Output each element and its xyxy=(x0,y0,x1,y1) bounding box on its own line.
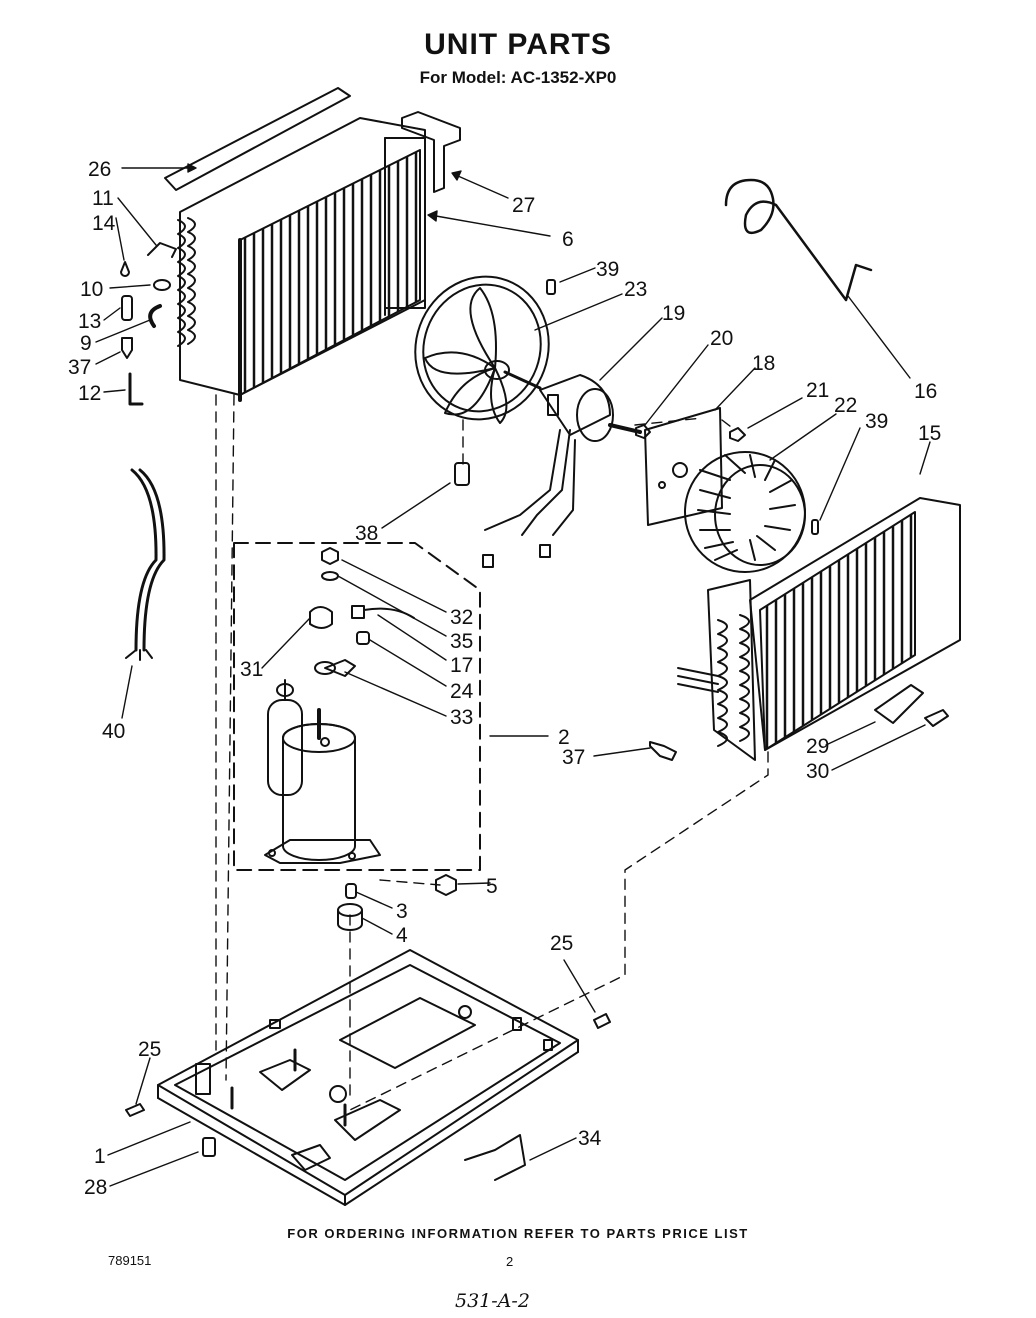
callout-40: 40 xyxy=(102,720,125,743)
compressor-part xyxy=(264,679,381,864)
document-number: 789151 xyxy=(108,1253,152,1268)
callout-34: 34 xyxy=(578,1127,602,1150)
handwritten-reference: 531-A-2 xyxy=(455,1290,530,1312)
page-title: UNIT PARTS xyxy=(424,28,612,61)
callout-leader-lines xyxy=(95,163,931,1187)
callout-2: 2 xyxy=(558,726,570,749)
callout-39: 39 xyxy=(596,258,619,281)
callout-26: 26 xyxy=(88,158,111,181)
callout-37: 37 xyxy=(562,746,585,769)
callout-labels: 26 27 6 11 14 10 13 9 37 12 39 23 19 20 … xyxy=(68,158,941,1199)
base-hardware-parts xyxy=(125,1013,611,1181)
blower-wheel-part xyxy=(684,451,806,573)
callout-6: 6 xyxy=(562,228,574,251)
top-rail-part xyxy=(164,87,351,191)
callout-15: 15 xyxy=(918,422,941,445)
page-number: 2 xyxy=(506,1254,514,1269)
callout-24: 24 xyxy=(450,680,474,703)
bracket-27-part xyxy=(401,111,461,193)
callout-12: 12 xyxy=(78,382,101,405)
condenser-coil-part xyxy=(179,117,426,402)
callout-14: 14 xyxy=(92,212,116,235)
base-pan-part xyxy=(157,949,579,1206)
callout-38: 38 xyxy=(355,522,378,545)
callout-3: 3 xyxy=(396,900,408,923)
coil-tubing-part xyxy=(177,217,196,347)
callout-5: 5 xyxy=(486,875,498,898)
callout-4: 4 xyxy=(396,924,408,947)
callout-1: 1 xyxy=(94,1145,106,1168)
callout-35: 35 xyxy=(450,630,473,653)
callout-31: 31 xyxy=(240,658,263,681)
callout-19: 19 xyxy=(662,302,685,325)
callout-13: 13 xyxy=(78,310,101,333)
ordering-info-note: FOR ORDERING INFORMATION REFER TO PARTS … xyxy=(287,1226,749,1241)
callout-29: 29 xyxy=(806,735,829,758)
callout-39: 39 xyxy=(865,410,888,433)
callout-25: 25 xyxy=(550,932,573,955)
callout-10: 10 xyxy=(80,278,103,301)
callout-37: 37 xyxy=(68,356,91,379)
callout-27: 27 xyxy=(512,194,535,217)
callout-28: 28 xyxy=(84,1176,107,1199)
wire-harness-part xyxy=(125,468,166,661)
blower-bracket-part xyxy=(644,407,723,526)
compressor-small-parts xyxy=(309,547,457,931)
callout-20: 20 xyxy=(710,327,733,350)
callout-32: 32 xyxy=(450,606,473,629)
support-wire-part xyxy=(724,178,873,302)
callout-9: 9 xyxy=(80,332,92,355)
callout-11: 11 xyxy=(92,187,114,210)
callout-21: 21 xyxy=(806,379,829,402)
model-subtitle: For Model: AC-1352-XP0 xyxy=(419,68,617,87)
small-fittings-left xyxy=(120,242,177,406)
misc-small-parts xyxy=(454,279,949,761)
callout-25: 25 xyxy=(138,1038,161,1061)
callout-18: 18 xyxy=(752,352,775,375)
callout-16: 16 xyxy=(914,380,937,403)
callout-30: 30 xyxy=(806,760,829,783)
callout-33: 33 xyxy=(450,706,473,729)
callout-17: 17 xyxy=(450,654,473,677)
fan-shroud-part xyxy=(414,275,550,424)
evaporator-coil-part xyxy=(677,497,961,761)
assembly-guide-lines xyxy=(215,394,769,1111)
compressor-assembly-box xyxy=(233,542,481,871)
callout-22: 22 xyxy=(834,394,857,417)
callout-23: 23 xyxy=(624,278,647,301)
